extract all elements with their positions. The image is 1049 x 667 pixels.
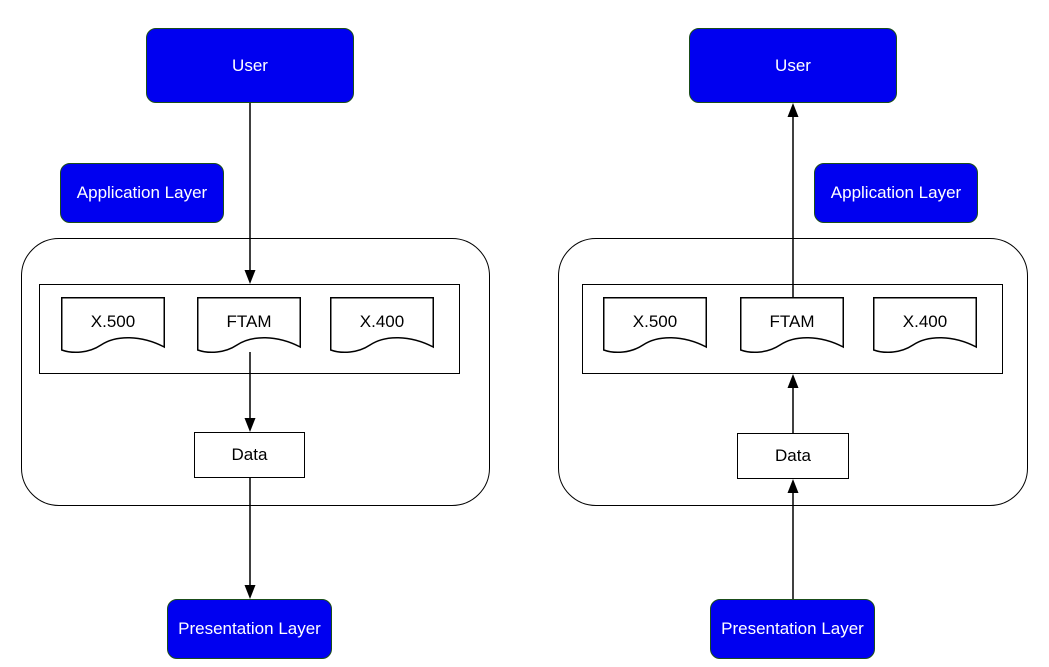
protocol-document-x400: X.400: [873, 297, 977, 355]
data-node: Data: [737, 433, 849, 479]
protocol-label: X.400: [902, 312, 948, 331]
document-shape-icon: [873, 297, 977, 354]
protocol-label: X.400: [359, 312, 405, 331]
protocol-document-ftam: FTAM: [740, 297, 844, 355]
arrow-data-to-presentation: [244, 478, 256, 599]
application-layer-node: Application Layer: [60, 163, 224, 223]
arrow-ftam-to-data: [244, 352, 256, 432]
protocol-document-ftam: FTAM: [197, 297, 301, 355]
arrow-user-to-ftam: [244, 103, 256, 284]
document-shape-icon: [197, 297, 301, 354]
application-layer-frame: [21, 238, 490, 506]
arrow-ftam-to-user: [787, 103, 799, 297]
protocol-label: X.500: [632, 312, 678, 331]
arrow-presentation-to-data: [787, 479, 799, 599]
protocol-document-x500: X.500: [61, 297, 165, 355]
protocol-label: X.500: [90, 312, 136, 331]
document-shape-icon: [740, 297, 844, 354]
protocol-document-x500: X.500: [603, 297, 707, 355]
data-node: Data: [194, 432, 305, 478]
protocol-label: FTAM: [226, 312, 272, 331]
user-node: User: [146, 28, 354, 103]
arrow-data-to-protocol-row: [787, 374, 799, 433]
user-node: User: [689, 28, 897, 103]
document-shape-icon: [603, 297, 707, 354]
presentation-layer-node: Presentation Layer: [167, 599, 332, 659]
application-layer-node: Application Layer: [814, 163, 978, 223]
presentation-layer-node: Presentation Layer: [710, 599, 875, 659]
document-shape-icon: [330, 297, 434, 354]
protocol-label: FTAM: [769, 312, 815, 331]
document-shape-icon: [61, 297, 165, 354]
protocol-document-x400: X.400: [330, 297, 434, 355]
